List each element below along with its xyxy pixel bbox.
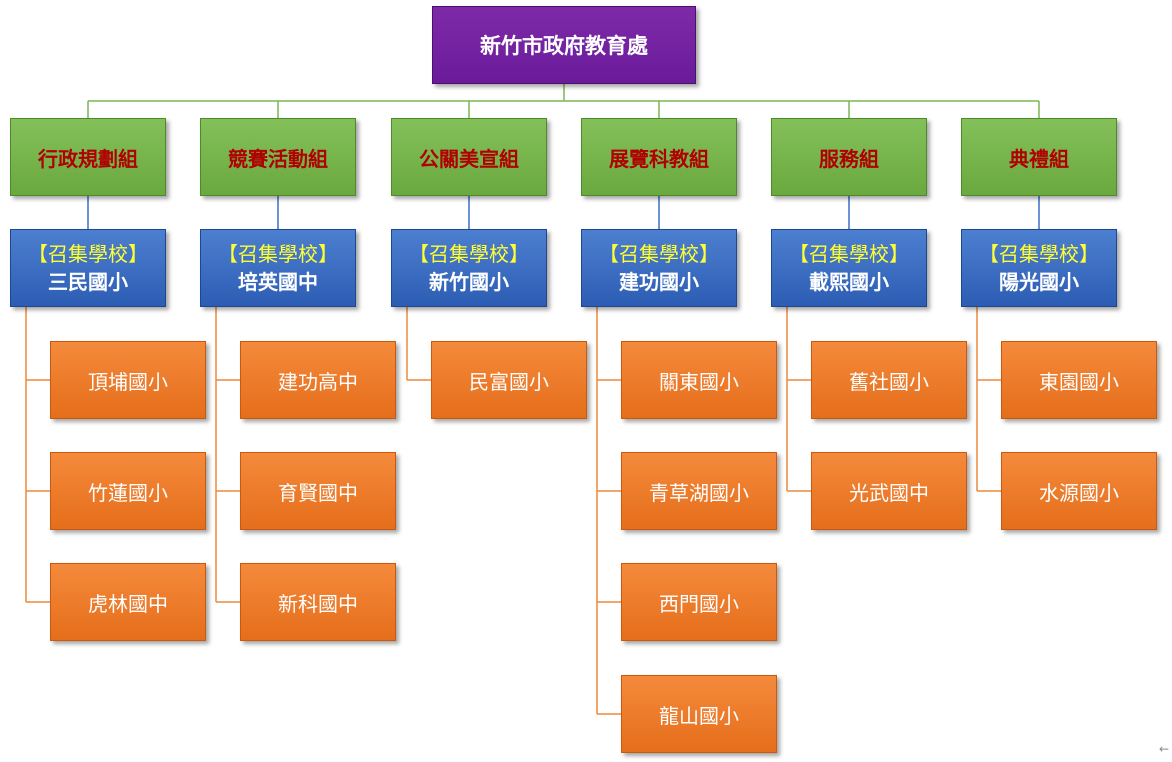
root-label: 新竹市政府教育處 xyxy=(480,34,648,58)
member-school-box: 民富國小 xyxy=(431,341,587,419)
member-school-box: 青草湖國小 xyxy=(621,452,777,530)
member-school-name: 龍山國小 xyxy=(659,703,739,728)
lead-school-name: 建功國小 xyxy=(619,270,699,294)
lead-tag-label: 【召集學校】 xyxy=(599,242,719,266)
member-school-name: 頂埔國小 xyxy=(88,369,168,394)
member-school-name: 新科國中 xyxy=(278,591,358,616)
member-school-name: 水源國小 xyxy=(1039,480,1119,505)
member-school-name: 東園國小 xyxy=(1039,369,1119,394)
lead-school-box: 【召集學校】陽光國小 xyxy=(961,229,1117,307)
member-school-box: 頂埔國小 xyxy=(50,341,206,419)
lead-tag-label: 【召集學校】 xyxy=(979,242,1099,266)
member-school-box: 竹蓮國小 xyxy=(50,452,206,530)
group-label: 競賽活動組 xyxy=(228,146,328,171)
lead-school-box: 【召集學校】建功國小 xyxy=(581,229,737,307)
member-school-name: 西門國小 xyxy=(659,591,739,616)
group-box: 展覽科教組 xyxy=(581,118,737,196)
lead-school-name: 培英國中 xyxy=(238,270,318,294)
member-school-box: 光武國中 xyxy=(811,452,967,530)
member-school-name: 民富國小 xyxy=(469,369,549,394)
group-label: 服務組 xyxy=(819,146,879,171)
lead-school-box: 【召集學校】培英國中 xyxy=(200,229,356,307)
group-label: 行政規劃組 xyxy=(38,146,138,171)
group-box: 競賽活動組 xyxy=(200,118,356,196)
member-school-name: 青草湖國小 xyxy=(649,480,749,505)
member-school-box: 水源國小 xyxy=(1001,452,1157,530)
member-school-box: 虎林國中 xyxy=(50,563,206,641)
member-school-box: 關東國小 xyxy=(621,341,777,419)
lead-school-name: 新竹國小 xyxy=(429,270,509,294)
member-school-box: 東園國小 xyxy=(1001,341,1157,419)
member-school-box: 新科國中 xyxy=(240,563,396,641)
lead-school-name: 載熙國小 xyxy=(809,270,889,294)
group-label: 展覽科教組 xyxy=(609,146,709,171)
member-school-name: 光武國中 xyxy=(849,480,929,505)
lead-school-name: 陽光國小 xyxy=(999,270,1079,294)
member-school-name: 竹蓮國小 xyxy=(88,480,168,505)
root-node: 新竹市政府教育處 xyxy=(432,6,696,84)
lead-tag-label: 【召集學校】 xyxy=(218,242,338,266)
member-school-box: 西門國小 xyxy=(621,563,777,641)
lead-school-box: 【召集學校】載熙國小 xyxy=(771,229,927,307)
group-label: 公關美宣組 xyxy=(419,146,519,171)
group-box: 公關美宣組 xyxy=(391,118,547,196)
member-school-box: 舊社國小 xyxy=(811,341,967,419)
member-school-box: 建功高中 xyxy=(240,341,396,419)
member-school-name: 虎林國中 xyxy=(88,591,168,616)
lead-tag-label: 【召集學校】 xyxy=(409,242,529,266)
member-school-name: 建功高中 xyxy=(278,369,358,394)
group-box: 行政規劃組 xyxy=(10,118,166,196)
lead-school-box: 【召集學校】新竹國小 xyxy=(391,229,547,307)
member-school-box: 龍山國小 xyxy=(621,675,777,753)
lead-tag-label: 【召集學校】 xyxy=(28,242,148,266)
group-box: 服務組 xyxy=(771,118,927,196)
member-school-name: 關東國小 xyxy=(659,369,739,394)
lead-school-box: 【召集學校】三民國小 xyxy=(10,229,166,307)
lead-school-name: 三民國小 xyxy=(48,270,128,294)
group-box: 典禮組 xyxy=(961,118,1117,196)
group-label: 典禮組 xyxy=(1009,146,1069,171)
lead-tag-label: 【召集學校】 xyxy=(789,242,909,266)
return-arrow-icon: ← xyxy=(1159,742,1170,756)
member-school-box: 育賢國中 xyxy=(240,452,396,530)
member-school-name: 舊社國小 xyxy=(849,369,929,394)
member-school-name: 育賢國中 xyxy=(278,480,358,505)
